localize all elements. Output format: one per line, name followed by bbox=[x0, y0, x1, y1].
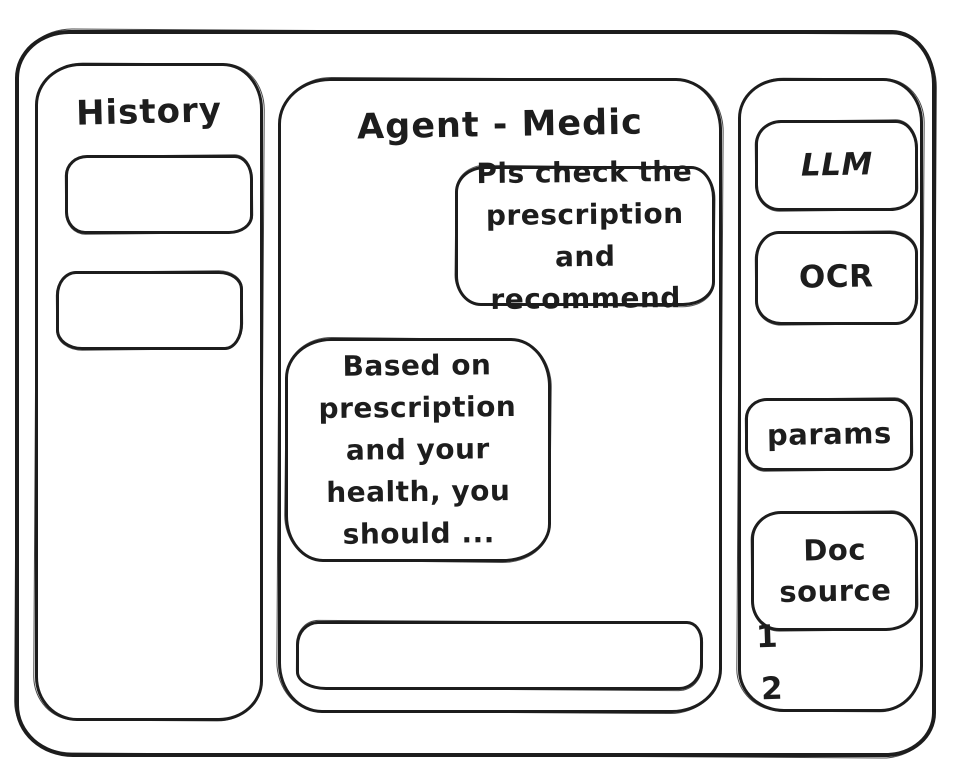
llm-button[interactable]: LLM bbox=[755, 120, 918, 211]
history-panel: History bbox=[35, 63, 263, 721]
doc-source-label: Doc source bbox=[778, 532, 892, 609]
llm-label: LLM bbox=[800, 146, 873, 184]
doc-source-entry-2[interactable]: 2 bbox=[760, 670, 784, 708]
assistant-message-bubble: Based on prescription and your health, y… bbox=[285, 338, 551, 562]
ocr-button[interactable]: OCR bbox=[755, 231, 918, 325]
tools-panel: LLM OCR params Doc source 1 2 bbox=[738, 78, 923, 712]
chat-title: Agent - Medic bbox=[356, 102, 644, 148]
chat-panel: Agent - Medic Pls check the prescription… bbox=[278, 78, 722, 713]
history-item[interactable] bbox=[56, 271, 243, 350]
user-message-bubble: Pls check the prescription and recommend bbox=[455, 155, 715, 316]
history-title: History bbox=[75, 90, 223, 134]
history-item[interactable] bbox=[65, 155, 253, 234]
user-message-text: Pls check the prescription and recommend bbox=[476, 154, 693, 316]
ocr-label: OCR bbox=[798, 258, 875, 296]
assistant-message-text: Based on prescription and your health, y… bbox=[318, 348, 517, 551]
params-button[interactable]: params bbox=[745, 398, 913, 471]
doc-source-button[interactable]: Doc source bbox=[751, 511, 918, 631]
params-label: params bbox=[766, 416, 892, 453]
message-input[interactable] bbox=[309, 628, 694, 683]
doc-source-entry-1[interactable]: 1 bbox=[755, 618, 779, 656]
message-input-bar bbox=[296, 621, 703, 690]
